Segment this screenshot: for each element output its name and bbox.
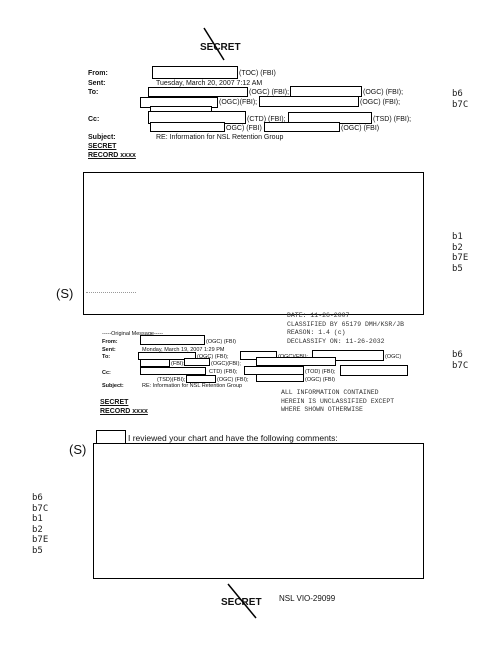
redaction-box [186, 375, 216, 383]
top-marking-strike [203, 27, 225, 61]
email2-to-label: To: [102, 354, 111, 360]
email2-class-line: SECRET [100, 399, 129, 406]
email2-subject-value: RE: Information for NSL Retention Group [142, 383, 243, 389]
email2-sent-label: Sent: [102, 347, 116, 353]
email2-cc-label: Cc: [102, 370, 111, 376]
email1-to-value: (OGC) (FBI); [360, 99, 401, 106]
email1-to-label: To: [88, 89, 99, 96]
bottom-classification-marking: SECRET [221, 597, 262, 608]
email2-from-label: From: [102, 339, 118, 345]
original-message-divider: -----Original Message----- [102, 331, 164, 337]
redaction-box [259, 96, 359, 107]
email1-cc-value: (OGC) (FBI) [341, 125, 380, 132]
bates-number: NSL VIO-29099 [279, 594, 336, 603]
redaction-box [140, 359, 170, 367]
classification-stamp: DATE: 11-26-2007 CLASSIFIED BY 65179 DMH… [287, 312, 405, 345]
email1-cc-label: Cc: [88, 116, 100, 123]
email2-to-value: (OGC)(FBI); [211, 361, 241, 367]
email2-cc-value: (OGC) (FBI) [305, 377, 335, 383]
email2-record-line: RECORD xxxx [100, 408, 148, 415]
exemption-codes-header: b6 b7C [452, 89, 469, 110]
email1-subject-value: RE: Information for NSL Retention Group [156, 134, 284, 141]
redaction-box [256, 374, 304, 382]
redaction-box [184, 358, 210, 366]
email1-from-value: (TOC) (FBI) [239, 70, 276, 77]
email1-class-line: SECRET [88, 143, 117, 150]
bottom-marking-strike [227, 583, 257, 619]
email2-subject-label: Subject: [102, 383, 124, 389]
email1-cc-value: (TSD) (FBI); [373, 116, 412, 123]
email1-record-line: RECORD xxxx [88, 152, 136, 159]
redaction-box [148, 87, 248, 97]
email1-subject-label: Subject: [88, 134, 116, 141]
email1-cc-value: OGC) (FBI) [226, 125, 262, 132]
email2-to-value: (OGC) [385, 354, 402, 360]
body-intro-text: I reviewed your chart and have the follo… [128, 433, 338, 443]
redaction-box [140, 367, 206, 375]
redaction-box [96, 430, 126, 444]
email1-sent-label: Sent: [88, 80, 106, 87]
redaction-box [340, 365, 408, 376]
email1-to-value: (OGC) (FBI); [363, 89, 404, 96]
email2-sent-value: Monday, March 19, 2007 1:29 PM [142, 347, 225, 353]
exemption-codes-block1: b1 b2 b7E b5 [452, 232, 469, 274]
redaction-box [256, 357, 336, 366]
redaction-box [152, 66, 238, 79]
redaction-box [312, 350, 384, 361]
exemption-codes-email2: b6 b7C [452, 350, 469, 371]
classification-flag-s: (S) [69, 442, 87, 457]
email2-cc-value: (OGC) (FBI); [217, 377, 249, 383]
email1-from-label: From: [88, 70, 108, 77]
email2-from-value: (OGC) (FBI) [206, 339, 236, 345]
email2-to-value: (OGC) (FBI); [197, 354, 229, 360]
email2-cc-value: (TSD)(FBI); [157, 377, 186, 383]
email2-cc-value: CTD) (FBI); [209, 369, 238, 375]
email1-to-value: (OGC)(FBI); [219, 99, 258, 106]
email2-cc-value: (TOD) (FBI); [305, 369, 336, 375]
email1-cc-value: (CTD) (FBI); [247, 116, 286, 123]
email2-to-value: (FBI); [171, 361, 185, 367]
top-classification-marking: SECRET [200, 42, 241, 53]
redacted-block-2 [93, 443, 424, 579]
email1-sent-value: Tuesday, March 20, 2007 7:12 AM [156, 80, 263, 87]
email1-to-value: (OGC) (FBI); [249, 89, 290, 96]
redaction-box [150, 122, 225, 132]
unclassified-note: ALL INFORMATION CONTAINED HEREIN IS UNCL… [281, 389, 395, 413]
redaction-box [140, 335, 205, 345]
redaction-box [264, 122, 340, 132]
redacted-block-1 [83, 172, 424, 315]
classification-flag-s: (S) [56, 286, 74, 301]
redaction-residue [86, 292, 136, 293]
exemption-codes-bottom: b6 b7C b1 b2 b7E b5 [32, 493, 49, 556]
